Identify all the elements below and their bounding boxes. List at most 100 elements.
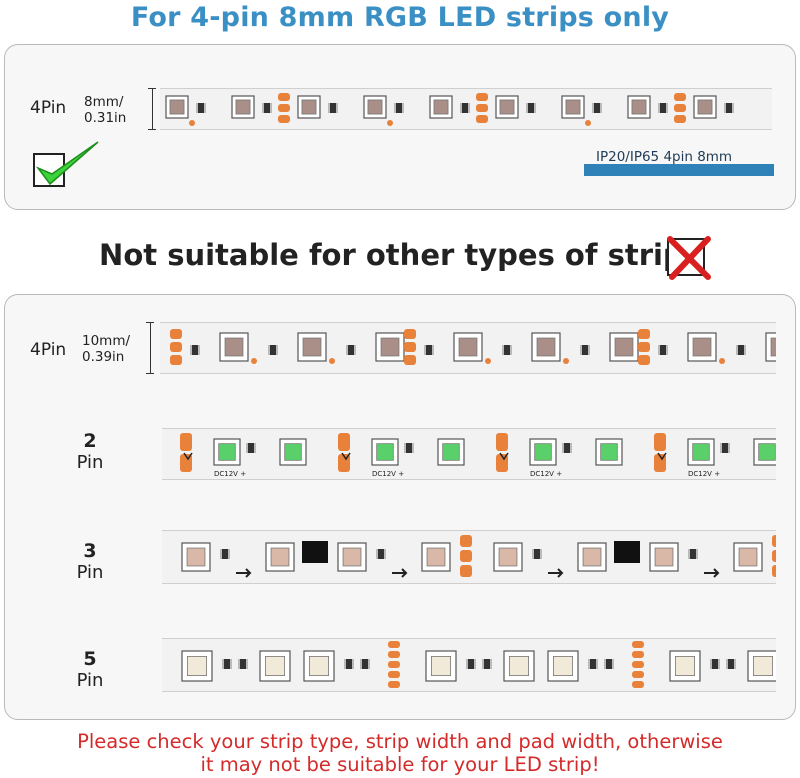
resistor-cap xyxy=(238,659,240,669)
suitable-dimension: 8mm/ 0.31in xyxy=(84,94,126,126)
led-die xyxy=(301,99,317,115)
row1-dim-in: 0.39in xyxy=(82,349,125,365)
resistor xyxy=(406,443,412,453)
copper-pad xyxy=(388,671,400,678)
copper-pad xyxy=(278,104,290,112)
led-die xyxy=(508,655,529,677)
row2-pin-word: Pin xyxy=(76,452,104,473)
row4-pin-num: 5 xyxy=(83,648,97,670)
solder-dot xyxy=(387,120,393,126)
resistor xyxy=(362,659,368,669)
row3-pin-label: 3 Pin xyxy=(70,540,110,584)
direction-arrow xyxy=(548,568,564,578)
led-die xyxy=(380,337,400,357)
resistor-cap xyxy=(346,345,348,355)
copper-pad xyxy=(496,433,508,451)
led-die xyxy=(376,443,394,461)
solder-dot xyxy=(563,358,569,364)
resistor-cap xyxy=(230,659,232,669)
resistor-cap xyxy=(600,103,602,113)
resistor-cap xyxy=(710,659,712,669)
ic-chip xyxy=(302,541,328,563)
resistor-cap xyxy=(592,103,594,113)
resistor-cap xyxy=(424,345,426,355)
resistor xyxy=(582,345,588,355)
copper-pad xyxy=(632,661,644,668)
copper-pad xyxy=(638,355,650,365)
led-die xyxy=(753,655,774,677)
resistor xyxy=(738,345,744,355)
resistor-cap xyxy=(688,549,690,559)
led-die xyxy=(186,547,206,567)
resistor xyxy=(192,345,198,355)
row3-pin-word: Pin xyxy=(76,562,104,583)
copper-pad xyxy=(278,115,290,123)
resistor-cap xyxy=(268,345,270,355)
resistor-cap xyxy=(336,103,338,113)
led-die xyxy=(284,443,302,461)
resistor-cap xyxy=(432,345,434,355)
resistor-cap xyxy=(724,103,726,113)
resistor xyxy=(504,345,510,355)
resistor-cap xyxy=(744,345,746,355)
ic-chip xyxy=(614,541,640,563)
led-die xyxy=(430,655,451,677)
led-strip-2pin: DC12V +DC12V +DC12V +DC12V + xyxy=(162,428,776,480)
direction-arrow xyxy=(236,568,252,578)
resistor xyxy=(528,103,534,113)
polarity-mark xyxy=(183,452,193,461)
resistor xyxy=(378,549,384,559)
solder-dot xyxy=(485,358,491,364)
resistor-cap xyxy=(262,103,264,113)
resistor-cap xyxy=(246,659,248,669)
resistor xyxy=(590,659,596,669)
resistor-cap xyxy=(222,659,224,669)
led-die xyxy=(536,337,556,357)
footer-line-2: it may not be suitable for your LED stri… xyxy=(200,753,600,776)
resistor-cap xyxy=(570,443,572,453)
copper-pad xyxy=(388,641,400,648)
resistor xyxy=(264,103,270,113)
resistor xyxy=(396,103,402,113)
row1-dimension: 10mm/ 0.39in xyxy=(82,333,130,365)
copper-pad xyxy=(388,661,400,668)
resistor xyxy=(248,443,254,453)
resistor-cap xyxy=(270,103,272,113)
copper-pad xyxy=(404,329,416,339)
copper-pad xyxy=(460,535,472,547)
led-die xyxy=(270,547,290,567)
led-die xyxy=(738,547,758,567)
resistor xyxy=(726,103,732,113)
resistor-cap xyxy=(588,659,590,669)
resistor xyxy=(240,659,246,669)
resistor-cap xyxy=(612,659,614,669)
resistor-cap xyxy=(460,103,462,113)
resistor-cap xyxy=(196,103,198,113)
led-die xyxy=(675,655,696,677)
resistor-cap xyxy=(596,659,598,669)
strip-4pin-8mm-drawing xyxy=(165,93,734,126)
copper-pad xyxy=(476,115,488,123)
led-die xyxy=(442,443,460,461)
led-die xyxy=(433,99,449,115)
led-die xyxy=(631,99,647,115)
solder-dot xyxy=(329,358,335,364)
resistor xyxy=(534,549,540,559)
resistor-cap xyxy=(728,443,730,453)
resistor-cap xyxy=(604,659,606,669)
resistor-cap xyxy=(526,103,528,113)
led-strip-4pin-10mm xyxy=(160,322,776,374)
resistor xyxy=(462,103,468,113)
page-title: For 4-pin 8mm RGB LED strips only xyxy=(130,2,670,33)
strip-2pin-drawing: DC12V +DC12V +DC12V +DC12V + xyxy=(180,433,776,478)
led-die xyxy=(308,655,329,677)
copper-pad xyxy=(404,355,416,365)
copper-pad xyxy=(388,681,400,688)
copper-pad xyxy=(674,104,686,112)
suitable-pin-label: 4Pin xyxy=(30,98,67,118)
resistor-cap xyxy=(562,443,564,453)
solder-dot xyxy=(189,120,195,126)
resistor xyxy=(426,345,432,355)
resistor-cap xyxy=(534,103,536,113)
led-die xyxy=(224,337,244,357)
